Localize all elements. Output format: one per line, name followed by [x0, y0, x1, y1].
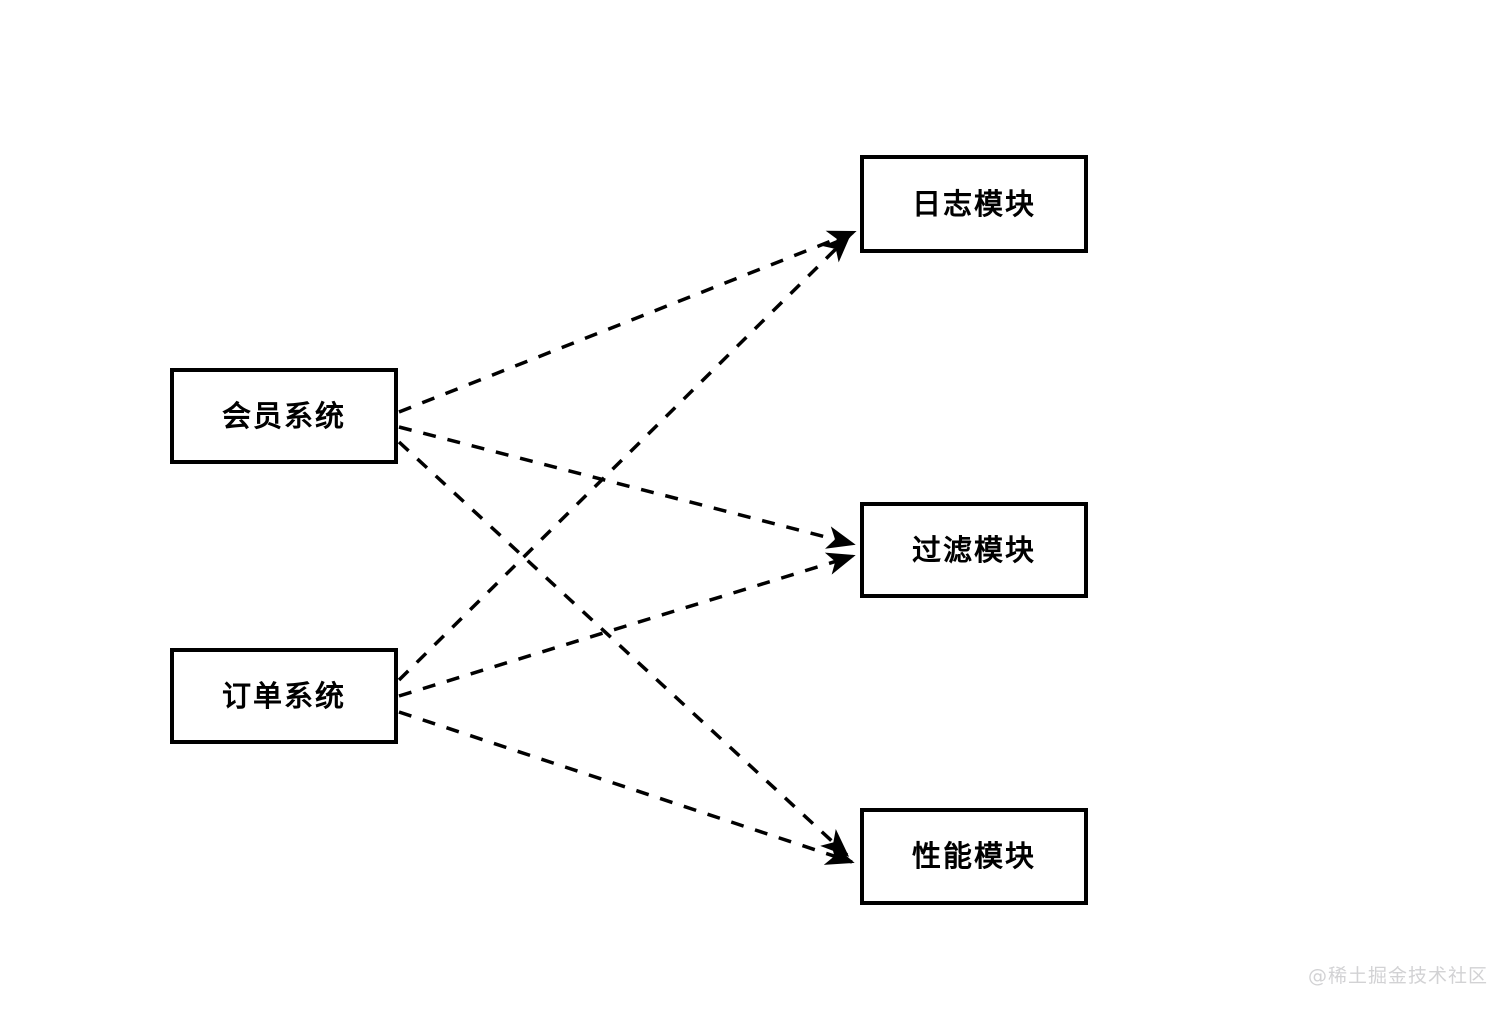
node-order-system[interactable]: 订单系统 [170, 648, 398, 744]
edge-order-to-filter [398, 552, 856, 698]
node-label: 订单系统 [221, 678, 346, 713]
node-performance-module[interactable]: 性能模块 [860, 808, 1088, 905]
node-label: 会员系统 [221, 398, 346, 433]
edge-order-to-log [397, 234, 851, 682]
node-label: 性能模块 [911, 839, 1036, 873]
edge-member-to-performance [397, 440, 850, 857]
edge-order-to-performance [398, 710, 855, 865]
edge-member-to-log [398, 230, 857, 414]
node-member-system[interactable]: 会员系统 [170, 368, 398, 464]
node-log-module[interactable]: 日志模块 [860, 155, 1088, 253]
edge-member-to-filter [398, 425, 856, 549]
node-label: 日志模块 [911, 186, 1036, 221]
node-label: 过滤模块 [911, 532, 1036, 567]
watermark: @稀土掘金技术社区 [1307, 965, 1488, 987]
node-filter-module[interactable]: 过滤模块 [860, 502, 1088, 598]
diagram-edges [397, 230, 857, 865]
